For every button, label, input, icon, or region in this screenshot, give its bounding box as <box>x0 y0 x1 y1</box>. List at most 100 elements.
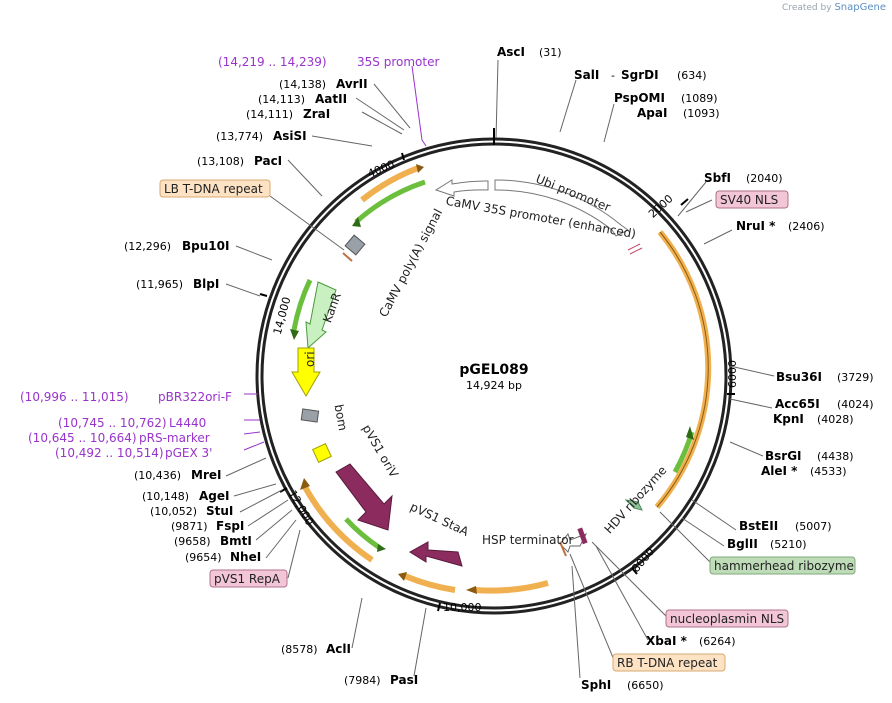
enzyme-pspomi[interactable]: PspOMI <box>614 91 665 105</box>
green-top-head <box>352 217 361 227</box>
enzyme-kpni-pos: (4028) <box>817 413 854 426</box>
enzyme-sgrdi[interactable]: SgrDI <box>621 68 659 82</box>
rb-repeat-label[interactable]: RB T-DNA repeat <box>617 656 718 670</box>
sv40-nls-box <box>715 190 789 209</box>
enzyme-xbai[interactable]: XbaI * <box>646 634 688 648</box>
enzyme-bsrgi-pos: (4438) <box>817 450 854 463</box>
enzyme-asci[interactable]: AscI <box>497 45 525 59</box>
enzyme-bpu10i[interactable]: Bpu10I <box>182 239 229 253</box>
leader-avrii <box>373 83 411 129</box>
pvs1-repa-label[interactable]: pVS1 RepA <box>214 572 281 586</box>
primer-leaders <box>243 65 427 451</box>
pvs1-repa-box <box>209 569 288 588</box>
enzyme-stui[interactable]: StuI <box>206 504 233 518</box>
nucleoplasmin-label[interactable]: nucleoplasmin NLS <box>670 612 784 626</box>
boxed-features: LB T-DNA repeat SV40 NLS hammerhead ribo… <box>159 179 856 672</box>
enzyme-stui-pos: (10,052) <box>150 505 197 518</box>
leader-sbfi <box>677 181 707 217</box>
green-bottom-left-head <box>377 544 386 552</box>
enzyme-bsteii[interactable]: BstEII <box>739 519 778 533</box>
enzyme-acli[interactable]: AclI <box>326 642 351 656</box>
tick-mark-14000 <box>401 152 405 161</box>
primer-l4440-range: (10,745 .. 10,762) <box>58 416 167 430</box>
enzyme-zrai[interactable]: ZraI <box>303 107 330 121</box>
hammerhead-box <box>709 556 856 575</box>
leader-bsu36i <box>729 365 775 377</box>
enzyme-nhei[interactable]: NheI <box>230 550 261 564</box>
primer-pgex-name[interactable]: pGEX 3' <box>165 446 212 460</box>
orange-feature-top <box>360 165 420 203</box>
enzyme-sgrdi-pos: (634) <box>677 69 707 82</box>
leader-acli <box>351 597 363 649</box>
rb-repeat-box <box>612 653 726 672</box>
primer-prs-range: (10,645 .. 10,664) <box>28 431 137 445</box>
lb-repeat-mark <box>342 252 353 262</box>
orange-feature-bottom <box>474 580 549 594</box>
enzyme-fspi[interactable]: FspI <box>216 519 244 533</box>
leader-rb-repeat <box>569 553 615 661</box>
enzyme-nhei-pos: (9654) <box>185 551 222 564</box>
enzyme-bglii[interactable]: BglII <box>727 537 758 551</box>
camv-polya-block <box>344 234 366 256</box>
tick-8000: 10,000 <box>443 601 482 614</box>
enzyme-alei[interactable]: AleI * <box>761 464 798 478</box>
plasmid-name: pGEL089 <box>459 362 528 378</box>
enzyme-sphi[interactable]: SphI <box>581 678 611 692</box>
enzyme-zrai-pos: (14,111) <box>246 108 293 121</box>
enzyme-mrei[interactable]: MreI <box>191 468 221 482</box>
enzyme-aatii[interactable]: AatII <box>315 92 347 106</box>
enzyme-aatii-pos: (14,113) <box>258 93 305 106</box>
ubi-end-mark2 <box>629 247 643 255</box>
leader-paci <box>287 159 323 197</box>
enzyme-bsrgi[interactable]: BsrGI <box>765 449 802 463</box>
leader-stui <box>239 489 283 513</box>
leader-acc65i <box>729 398 773 409</box>
green-feature-right <box>672 431 695 474</box>
enzyme-nrui[interactable]: NruI * <box>736 219 776 233</box>
enzyme-acc65i-pos: (4024) <box>837 398 874 411</box>
snapgene-credit: Created by SnapGene <box>782 2 886 13</box>
lb-repeat-label[interactable]: LB T-DNA repeat <box>164 182 263 196</box>
credit-prefix: Created by <box>782 3 832 13</box>
enzyme-pasi[interactable]: PasI <box>390 673 418 687</box>
primer-pgex-range: (10,492 .. 10,514) <box>55 446 164 460</box>
label-bom: bom <box>332 403 350 432</box>
ubi-end-mark <box>627 243 641 251</box>
enzyme-fspi-pos: (9871) <box>171 520 208 533</box>
enzyme-kpni[interactable]: KpnI <box>773 412 804 426</box>
primer-l4440-name[interactable]: L4440 <box>169 416 206 430</box>
hammerhead-label[interactable]: hammerhead ribozyme <box>714 559 854 573</box>
sv40-nls-label[interactable]: SV40 NLS <box>720 193 778 207</box>
leader-pspomi <box>603 103 615 143</box>
primer-prs-name[interactable]: pRS-marker <box>139 431 210 445</box>
orange-feature-bottom2 <box>403 573 456 593</box>
enzyme-acli-pos: (8578) <box>281 643 318 656</box>
enzyme-acc65i[interactable]: Acc65I <box>775 397 820 411</box>
enzyme-avrii[interactable]: AvrII <box>336 77 368 91</box>
primer-35s-name[interactable]: 35S promoter <box>357 55 439 69</box>
leader-sv40-nls <box>685 199 713 213</box>
label-pvs1-oriv: pVS1 oriV <box>359 422 401 481</box>
enzyme-bsu36i[interactable]: Bsu36I <box>776 370 822 384</box>
enzyme-bmti[interactable]: BmtI <box>220 534 252 548</box>
enzyme-blpi[interactable]: BlpI <box>193 277 219 291</box>
pvs1-repa-head <box>300 478 310 490</box>
primer-pbr322-name[interactable]: pBR322ori-F <box>158 390 232 404</box>
leader-sali <box>559 79 577 133</box>
tick-mark-8000 <box>437 602 441 612</box>
enzyme-sbfi[interactable]: SbfI <box>704 171 731 185</box>
green-left-head <box>290 329 299 340</box>
leader-bsrgi <box>729 441 764 457</box>
orange-bottom-head <box>466 586 477 594</box>
orange-bottom2-head <box>398 572 407 581</box>
enzyme-apai[interactable]: ApaI <box>637 106 667 120</box>
enzyme-paci[interactable]: PacI <box>254 154 282 168</box>
tick-mark-12000 <box>259 293 268 297</box>
enzyme-asisi[interactable]: AsiSI <box>273 129 307 143</box>
enzyme-sali[interactable]: SalI <box>574 68 599 82</box>
leader-bpu10i <box>235 245 273 261</box>
enzyme-paci-pos: (13,108) <box>197 155 244 168</box>
enzyme-sphi-pos: (6650) <box>627 679 664 692</box>
enzyme-agei[interactable]: AgeI <box>199 489 229 503</box>
